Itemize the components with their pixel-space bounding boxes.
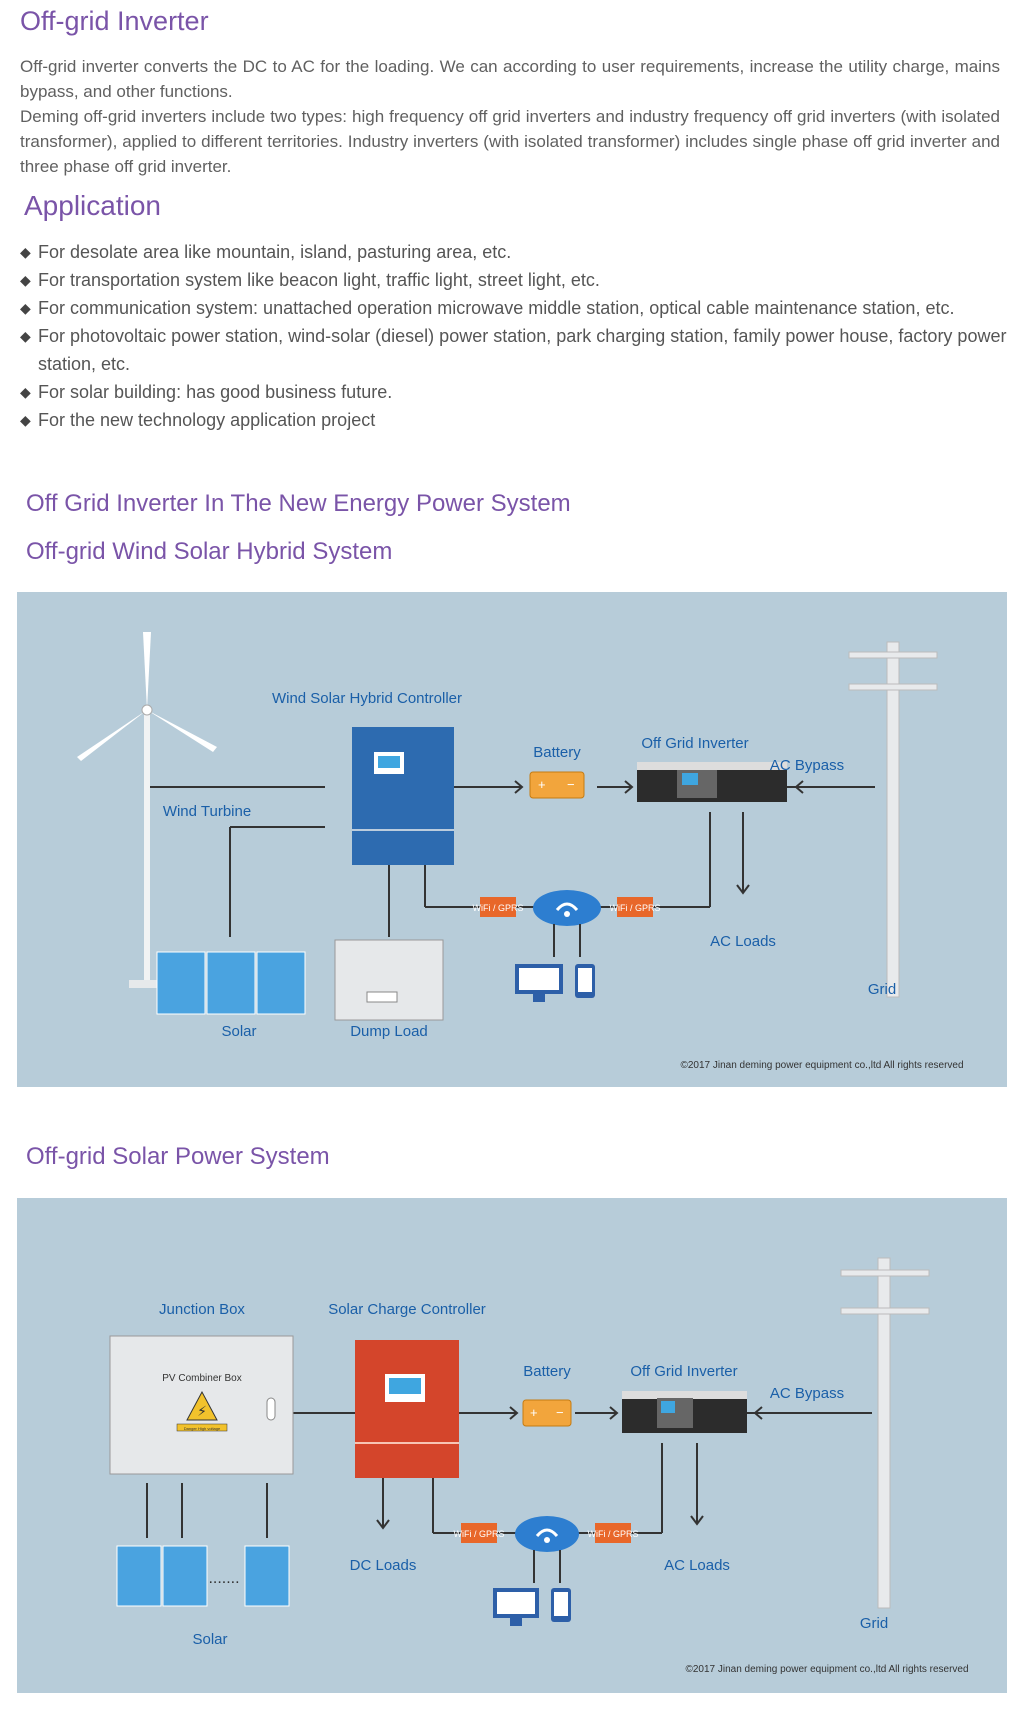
grid-pole-icon — [840, 1257, 930, 1609]
grid-pole-icon — [848, 641, 938, 998]
dc-loads-label: DC Loads — [350, 1557, 417, 1574]
inverter-label: Off Grid Inverter — [641, 735, 748, 752]
application-heading: Application — [24, 190, 161, 221]
battery-label: Battery — [523, 1363, 571, 1380]
solar-power-diagram: ⚡ Danger High voltage PV Combiner Box + … — [17, 1198, 1007, 1693]
battery-icon: + − — [529, 771, 585, 799]
diamond-bullet-icon: ◆ — [20, 272, 31, 288]
hybrid-controller-icon — [352, 727, 454, 865]
svg-text:−: − — [556, 1405, 564, 1420]
battery-label: Battery — [533, 744, 581, 761]
arrow-icon — [514, 780, 524, 794]
dump-load-icon — [334, 939, 444, 1021]
wifi-badge-left: WiFi / GPRS — [454, 1523, 505, 1543]
charge-controller-icon — [355, 1340, 459, 1478]
cloud-wifi-icon — [515, 1516, 579, 1552]
diamond-bullet-icon: ◆ — [20, 300, 31, 316]
arrow-icon — [753, 1406, 763, 1420]
copyright-text: ©2017 Jinan deming power equipment co.,l… — [685, 1664, 968, 1675]
intro-paragraph-2: Deming off-grid inverters include two ty… — [20, 107, 1000, 176]
warning-label: Danger High voltage — [184, 1426, 221, 1431]
grid-label: Grid — [868, 981, 896, 998]
diamond-bullet-icon: ◆ — [20, 384, 31, 400]
monitor-icon — [515, 964, 563, 1002]
monitor-icon — [493, 1588, 539, 1626]
wind-solar-hybrid-diagram: + − WiFi / GPRS — [17, 592, 1007, 1087]
solar-panel-icon — [156, 951, 306, 1015]
diagram2-title: Off-grid Solar Power System — [26, 1143, 330, 1170]
diamond-bullet-icon: ◆ — [20, 412, 31, 428]
list-item: ◆For communication system: unattached op… — [20, 294, 1010, 322]
solar-panel-icon — [116, 1545, 290, 1607]
intro-paragraph-1: Off-grid inverter converts the DC to AC … — [20, 57, 1000, 101]
arrow-icon — [376, 1519, 390, 1530]
solar-diagram-svg: ⚡ Danger High voltage PV Combiner Box + … — [109, 1257, 969, 1675]
svg-text:WiFi / GPRS: WiFi / GPRS — [610, 903, 661, 913]
ac-loads-label: AC Loads — [664, 1557, 730, 1574]
wifi-badge-right: WiFi / GPRS — [588, 1523, 639, 1543]
copyright-text: ©2017 Jinan deming power equipment co.,l… — [680, 1060, 963, 1071]
arrow-icon — [509, 1406, 519, 1420]
arrow-icon — [609, 1406, 619, 1420]
phone-icon — [575, 964, 595, 998]
wifi-badge-right: WiFi / GPRS — [610, 897, 661, 917]
controller-label: Solar Charge Controller — [328, 1301, 486, 1318]
diamond-bullet-icon: ◆ — [20, 244, 31, 260]
list-item: ◆For desolate area like mountain, island… — [20, 238, 1010, 266]
wifi-badge-left: WiFi / GPRS — [473, 897, 524, 917]
inverter-icon — [622, 1391, 747, 1433]
ac-bypass-label: AC Bypass — [770, 757, 844, 774]
solar-label: Solar — [192, 1631, 227, 1648]
combiner-label: PV Combiner Box — [162, 1373, 241, 1384]
solar-label: Solar — [221, 1023, 256, 1040]
arrow-icon — [624, 780, 634, 794]
junction-box-label: Junction Box — [159, 1301, 245, 1318]
grid-label: Grid — [860, 1615, 888, 1632]
page-title: Off-grid Inverter — [20, 6, 209, 36]
diagram1-title: Off-grid Wind Solar Hybrid System — [26, 538, 393, 565]
arrow-icon — [794, 780, 804, 794]
list-item: ◆For the new technology application proj… — [20, 406, 1010, 434]
arrow-icon — [736, 884, 750, 895]
inverter-icon — [637, 762, 787, 802]
diamond-bullet-icon: ◆ — [20, 328, 31, 344]
svg-text:WiFi / GPRS: WiFi / GPRS — [454, 1529, 505, 1539]
list-item: ◆For photovoltaic power station, wind-so… — [20, 322, 1010, 378]
junction-box-icon: ⚡ Danger High voltage PV Combiner Box — [109, 1335, 294, 1475]
application-list: ◆For desolate area like mountain, island… — [20, 238, 1010, 434]
ac-loads-label: AC Loads — [710, 933, 776, 950]
svg-text:+: + — [530, 1405, 538, 1420]
svg-text:⚡: ⚡ — [197, 1403, 207, 1419]
ac-bypass-label: AC Bypass — [770, 1385, 844, 1402]
cloud-wifi-icon — [533, 890, 601, 926]
svg-text:WiFi / GPRS: WiFi / GPRS — [588, 1529, 639, 1539]
svg-text:+: + — [538, 777, 546, 792]
phone-icon — [551, 1588, 571, 1622]
controller-label: Wind Solar Hybrid Controller — [272, 690, 462, 707]
svg-text:−: − — [567, 777, 575, 792]
wind-turbine-label: Wind Turbine — [163, 803, 251, 820]
ellipsis-label: ....... — [208, 1570, 239, 1587]
battery-icon: + − — [522, 1399, 572, 1427]
wind-solar-diagram-svg: + − WiFi / GPRS — [77, 632, 964, 1071]
dump-load-label: Dump Load — [350, 1023, 428, 1040]
svg-text:WiFi / GPRS: WiFi / GPRS — [473, 903, 524, 913]
arrow-icon — [690, 1515, 704, 1526]
list-item: ◆For transportation system like beacon l… — [20, 266, 1010, 294]
section-title: Off Grid Inverter In The New Energy Powe… — [26, 490, 571, 517]
wind-turbine-icon — [77, 632, 217, 988]
list-item: ◆For solar building: has good business f… — [20, 378, 1010, 406]
inverter-label: Off Grid Inverter — [630, 1363, 737, 1380]
